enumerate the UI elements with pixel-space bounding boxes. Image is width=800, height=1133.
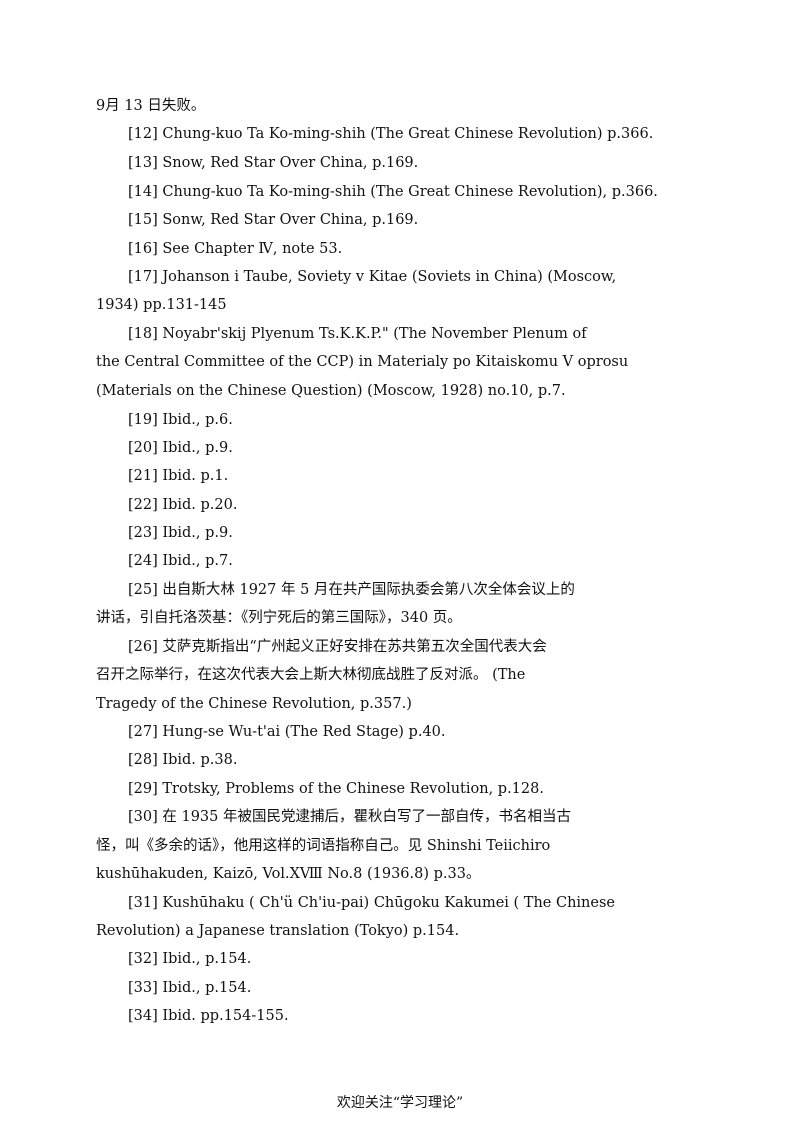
note-line: (Materials on the Chinese Question) (Mos… [96, 383, 566, 399]
note-line: [14] Chung-kuo Ta Ko-ming-shih (The Grea… [128, 184, 658, 200]
note-line: [13] Snow, Red Star Over China, p.169. [128, 155, 419, 171]
page-footer: 欢迎关注“学习理论” [336, 1095, 464, 1111]
note-line: [20] Ibid., p.9. [128, 440, 233, 456]
note-line: [21] Ibid. p.1. [128, 468, 229, 484]
note-line: Revolution) a Japanese translation (Toky… [96, 923, 460, 939]
note-line: [18] Noyabr'skij Plyenum Ts.K.K.P." (The… [128, 326, 587, 342]
note-line: 9月 13 日失败。 [96, 98, 206, 114]
note-line: [26] 艾萨克斯指出“广州起义正好安排在苏共第五次全国代表大会 [128, 639, 547, 655]
note-line: [32] Ibid., p.154. [128, 951, 252, 967]
note-line: [27] Hung-se Wu-t'ai (The Red Stage) p.4… [128, 724, 446, 740]
note-line: [15] Sonw, Red Star Over China, p.169. [128, 212, 419, 228]
note-line: [29] Trotsky, Problems of the Chinese Re… [128, 781, 544, 797]
note-line: Tragedy of the Chinese Revolution, p.357… [96, 696, 412, 712]
note-line: 怪，叫《多余的话》，他用这样的词语指称自己。见 Shinshi Teiichir… [96, 838, 551, 854]
note-line: [34] Ibid. pp.154-155. [128, 1008, 289, 1024]
note-line: kushūhakuden, Kaizō, Vol.XⅧ No.8 (1936.8… [96, 866, 481, 882]
note-line: [28] Ibid. p.38. [128, 752, 238, 768]
note-line: the Central Committee of the CCP) in Mat… [96, 354, 629, 370]
note-line: [17] Johanson i Taube, Soviety v Kitae (… [128, 269, 617, 285]
note-line: [22] Ibid. p.20. [128, 497, 238, 513]
note-line: [25] 出自斯大林 1927 年 5 月在共产国际执委会第八次全体会议上的 [128, 582, 575, 598]
note-line: [12] Chung-kuo Ta Ko-ming-shih (The Grea… [128, 126, 654, 142]
note-line: [30] 在 1935 年被国民党逮捕后，瞿秋白写了一部自传，书名相当古 [128, 809, 571, 825]
note-line: [19] Ibid., p.6. [128, 412, 233, 428]
note-line: 1934) pp.131-145 [96, 297, 227, 313]
note-line: 讲话，引自托洛茨基：《列宁死后的第三国际》，340 页。 [96, 610, 462, 626]
note-line: [33] Ibid., p.154. [128, 980, 252, 996]
note-line: [24] Ibid., p.7. [128, 553, 233, 569]
note-line: 召开之际举行，在这次代表大会上斯大林彻底战胜了反对派。 (The [96, 667, 526, 683]
note-line: [31] Kushūhaku ( Ch'ü Ch'iu-pai) Chūgoku… [128, 895, 615, 911]
note-line: [23] Ibid., p.9. [128, 525, 233, 541]
note-line: [16] See Chapter Ⅳ, note 53. [128, 241, 343, 257]
